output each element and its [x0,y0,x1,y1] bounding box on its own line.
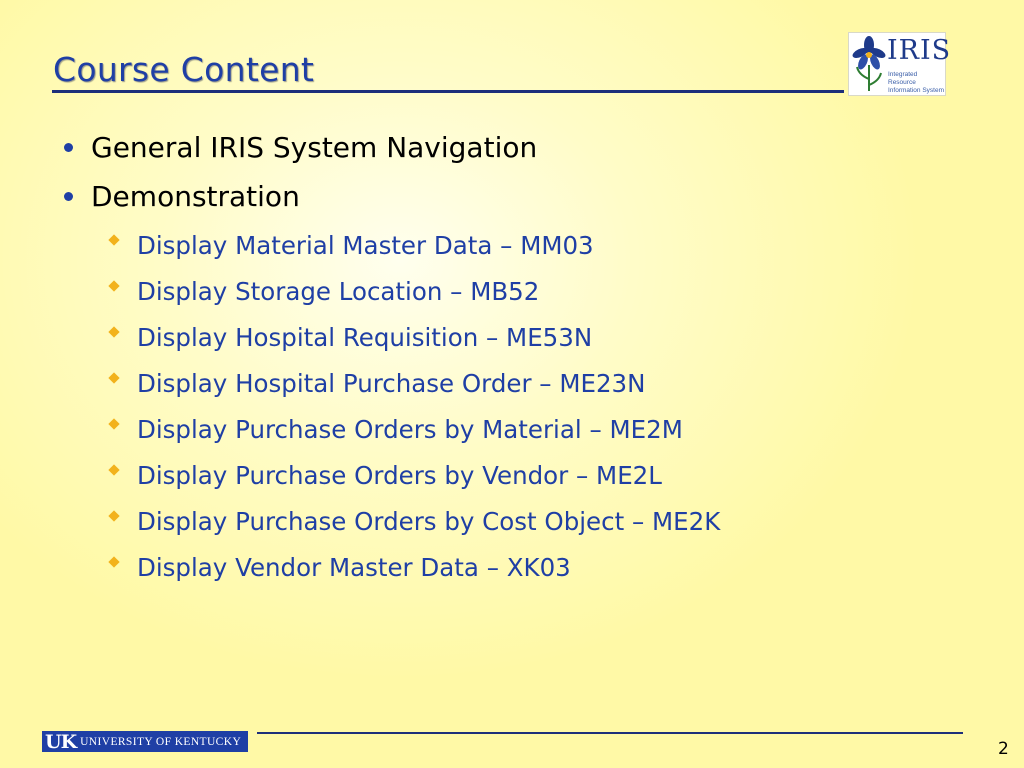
bullet-dot [64,143,73,152]
diamond-bullet-icon [108,326,120,338]
sub-bullet-item: Display Hospital Requisition – ME53N [137,323,593,352]
sub-bullet-item: Display Purchase Orders by Material – ME… [137,415,683,444]
slide-title: Course Content [53,50,315,89]
bullet-item: Demonstration [91,180,300,213]
university-of-kentucky-logo: UK UNIVERSITY OF KENTUCKY [42,730,248,753]
logo-wordmark: IRIS [887,35,952,66]
sub-bullet-item: Display Purchase Orders by Vendor – ME2L [137,461,662,490]
bullet-item: General IRIS System Navigation [91,131,538,164]
uk-wordmark: UNIVERSITY OF KENTUCKY [80,735,242,748]
diamond-bullet-icon [108,418,120,430]
diamond-bullet-icon [108,510,120,522]
diamond-bullet-icon [108,234,120,246]
sub-bullet-item: Display Storage Location – MB52 [137,277,540,306]
logo-subtitle: Integrated Resource Information System [888,71,945,95]
sub-bullet-item: Display Purchase Orders by Cost Object –… [137,507,721,536]
bullet-dot [64,192,73,201]
diamond-bullet-icon [108,280,120,292]
diamond-bullet-icon [108,464,120,476]
sub-bullet-item: Display Material Master Data – MM03 [137,231,594,260]
sub-bullet-item: Display Hospital Purchase Order – ME23N [137,369,646,398]
iris-logo: IRIS Integrated Resource Information Sys… [848,32,950,96]
uk-mark: UK [45,730,77,753]
page-number: 2 [998,739,1009,759]
logo-subtitle-line: Information System [888,87,944,94]
iris-flower-icon [852,36,886,91]
diamond-bullet-icon [108,372,120,384]
diamond-bullet-icon [108,556,120,568]
title-underline [52,90,844,93]
footer-rule [257,732,963,734]
sub-bullet-item: Display Vendor Master Data – XK03 [137,553,571,582]
logo-subtitle-line: Integrated Resource [888,71,918,86]
